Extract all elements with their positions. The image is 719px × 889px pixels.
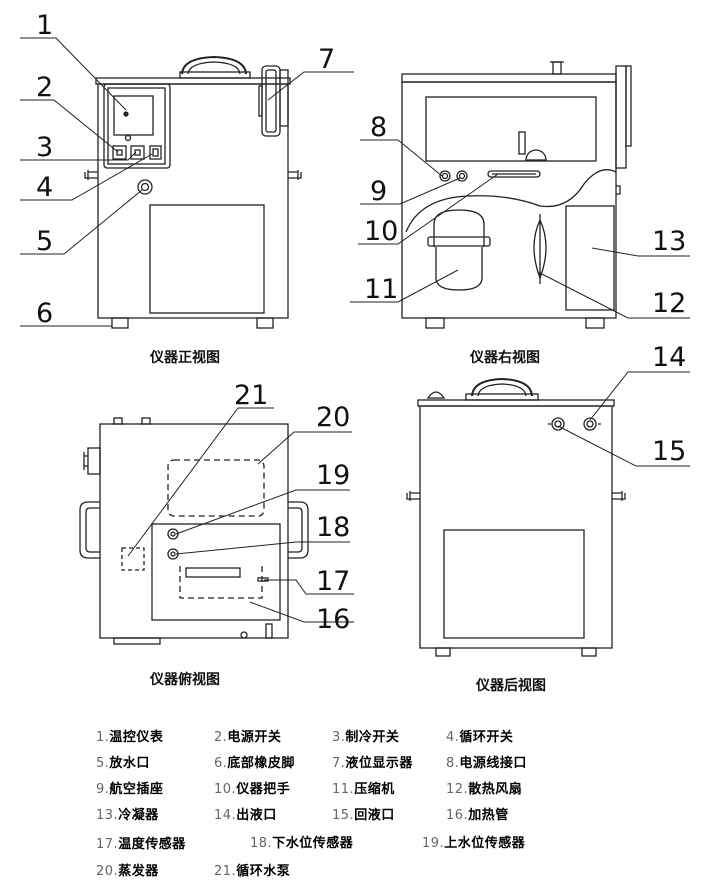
legend-item: 4.循环开关 xyxy=(446,730,514,745)
callout-4: 4 xyxy=(36,172,53,203)
back-view xyxy=(406,377,626,657)
legend-item: 20.蒸发器 xyxy=(96,864,159,879)
front-view xyxy=(84,55,302,329)
legend-item: 19.上水位传感器 xyxy=(422,836,526,851)
instrument-diagram: 1 2 3 4 5 6 7 8 9 10 11 12 13 14 15 16 1… xyxy=(20,10,690,694)
legend-item: 10.仪器把手 xyxy=(214,782,291,797)
callout-20: 20 xyxy=(316,402,350,433)
callout-9: 9 xyxy=(370,176,387,207)
legend-item: 14.出液口 xyxy=(214,808,277,823)
caption-top-view: 仪器俯视图 xyxy=(149,671,220,688)
callout-7: 7 xyxy=(318,44,335,75)
top-view xyxy=(79,417,309,645)
parts-legend: 1.温控仪表 2.电源开关 3.制冷开关 4.循环开关 5.放水口 6.底部橡皮… xyxy=(0,718,719,889)
legend-item: 18.下水位传感器 xyxy=(250,836,354,851)
callout-18: 18 xyxy=(316,512,350,543)
callout-5: 5 xyxy=(36,226,53,257)
legend-item: 15.回液口 xyxy=(332,808,395,823)
callout-numbers: 1 2 3 4 5 6 7 8 9 10 11 12 13 14 15 16 1… xyxy=(36,10,686,635)
callout-3: 3 xyxy=(36,132,53,163)
callout-10: 10 xyxy=(364,216,398,247)
legend-item: 5.放水口 xyxy=(96,756,150,771)
legend-item: 17.温度传感器 xyxy=(96,837,186,852)
legend-item: 3.制冷开关 xyxy=(332,730,400,745)
callout-11: 11 xyxy=(364,274,398,305)
legend-item: 2.电源开关 xyxy=(214,730,282,745)
caption-right-view: 仪器右视图 xyxy=(469,349,540,366)
callout-1: 1 xyxy=(36,10,53,41)
right-view xyxy=(401,61,632,329)
legend-item: 12.散热风扇 xyxy=(446,782,523,797)
legend-item: 1.温控仪表 xyxy=(96,730,164,745)
callout-21: 21 xyxy=(234,380,268,411)
callout-13: 13 xyxy=(652,226,686,257)
legend-item: 13.冷凝器 xyxy=(96,808,159,823)
callout-12: 12 xyxy=(652,288,686,319)
legend-item: 21.循环水泵 xyxy=(214,864,291,879)
legend-item: 8.电源线接口 xyxy=(446,756,527,771)
callout-6: 6 xyxy=(36,298,53,329)
callout-8: 8 xyxy=(370,112,387,143)
callout-15: 15 xyxy=(652,436,686,467)
callout-19: 19 xyxy=(316,460,350,491)
legend-item: 7.液位显示器 xyxy=(332,756,413,771)
legend-item: 11.压缩机 xyxy=(332,782,395,797)
callout-2: 2 xyxy=(36,72,53,103)
callout-17: 17 xyxy=(316,566,350,597)
callout-leaders xyxy=(20,37,690,623)
legend-item: 6.底部橡皮脚 xyxy=(214,756,295,771)
caption-back-view: 仪器后视图 xyxy=(475,677,546,694)
callout-14: 14 xyxy=(652,342,686,373)
callout-16: 16 xyxy=(316,604,350,635)
caption-front-view: 仪器正视图 xyxy=(149,349,220,366)
legend-item: 9.航空插座 xyxy=(96,782,164,797)
legend-item: 16.加热管 xyxy=(446,808,509,823)
